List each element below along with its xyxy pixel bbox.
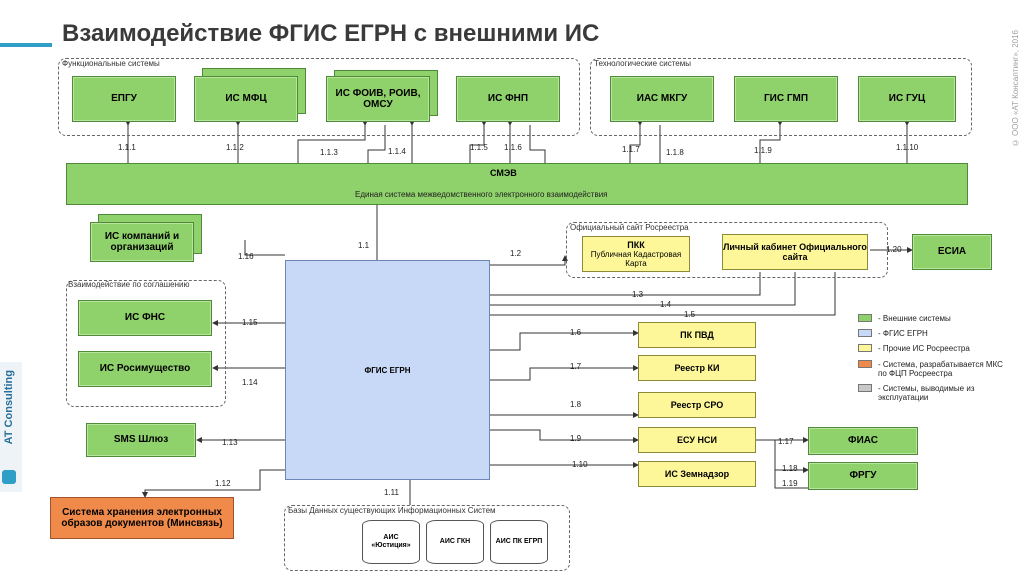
group-technological-systems [590, 58, 972, 136]
link-label: 1.19 [782, 479, 798, 488]
smev-title: СМЭВ [490, 168, 517, 178]
link-label: 1.18 [782, 464, 798, 473]
brand-sidebar [0, 362, 22, 492]
box-ias-mkgu[interactable]: ИАС МКГУ [610, 76, 714, 122]
box-reestr-sro[interactable]: Реестр СРО [638, 392, 756, 418]
box-is-foiv[interactable]: ИС ФОИВ, РОИВ, ОМСУ [326, 76, 430, 122]
legend-label: - Система, разрабатывается МКС по ФЦП Ро… [878, 359, 1003, 378]
smev-subtitle: Единая система межведомственного электро… [355, 190, 608, 199]
legend-label: - Системы, выводимые из эксплуатации [878, 383, 975, 403]
link-label: 1.1.8 [666, 148, 684, 157]
box-personal-cabinet[interactable]: Личный кабинет Официального сайта [722, 234, 868, 270]
group-functional-label: Функциональные системы [62, 59, 160, 68]
legend-item: - Прочие ИС Росреестра [858, 344, 1018, 353]
brand-logo-icon [2, 470, 16, 484]
legend-swatch [858, 344, 872, 353]
title-accent-bar [0, 43, 52, 47]
link-label: 1.16 [238, 252, 254, 261]
db-ais-pk-egrp[interactable]: АИС ПК ЕГРП [490, 520, 548, 564]
legend-label: - Внешние системы [878, 314, 951, 323]
legend: - Внешние системы - ФГИС ЕГРН - Прочие И… [858, 314, 1018, 402]
link-label: 1.1.9 [754, 146, 772, 155]
legend-swatch [858, 383, 872, 392]
link-label: 1.8 [570, 400, 582, 409]
link-label: 1.12 [215, 479, 231, 488]
db-ais-justice[interactable]: АИС «Юстиция» [362, 520, 420, 564]
link-label: 1.1.6 [504, 143, 522, 152]
link-label: 1.17 [778, 437, 794, 446]
group-agreement-label: Взаимодействие по соглашению [68, 280, 190, 289]
legend-label: - Прочие ИС Росреестра [878, 344, 970, 354]
link-label: 1.9 [570, 434, 582, 443]
box-pkk[interactable]: ПКК Публичная Кадастровая Карта [582, 236, 690, 272]
smev-bar[interactable] [66, 163, 968, 205]
box-is-fnp[interactable]: ИС ФНП [456, 76, 560, 122]
legend-swatch [858, 314, 872, 322]
box-frgu[interactable]: ФРГУ [808, 462, 918, 490]
box-is-fns[interactable]: ИС ФНС [78, 300, 212, 336]
link-label: 1.4 [660, 300, 672, 309]
link-label: 1.11 [384, 488, 399, 497]
box-is-guc[interactable]: ИС ГУЦ [858, 76, 956, 122]
link-label: 1.20 [886, 245, 902, 254]
legend-label: - ФГИС ЕГРН [878, 329, 928, 339]
box-pk-pvd[interactable]: ПК ПВД [638, 322, 756, 348]
link-label: 1.1.2 [226, 143, 244, 152]
link-label: 1.1.3 [320, 148, 338, 157]
legend-swatch [858, 329, 872, 338]
link-label: 1.13 [222, 438, 238, 447]
box-is-rosimushchestvo[interactable]: ИС Росимущество [78, 351, 212, 387]
box-gis-gmp[interactable]: ГИС ГМП [734, 76, 838, 122]
link-label: 1.1.4 [388, 147, 406, 156]
group-agreement [66, 280, 226, 407]
link-label: 1.1.10 [896, 143, 919, 152]
link-label: 1.5 [684, 310, 696, 319]
box-fias[interactable]: ФИАС [808, 427, 918, 455]
pkk-subtitle: Публичная Кадастровая Карта [590, 249, 682, 269]
group-technological-label: Технологические системы [594, 59, 691, 68]
link-label: 1.1.7 [622, 145, 640, 154]
link-label: 1.7 [570, 362, 582, 371]
group-official-site [566, 222, 888, 278]
legend-item: - Внешние системы [858, 314, 1018, 323]
box-reestr-ki[interactable]: Реестр КИ [638, 355, 756, 381]
page-title: Взаимодействие ФГИС ЕГРН с внешними ИС [62, 20, 600, 47]
group-databases-label: Базы Данных существующих Информационных … [288, 506, 496, 515]
link-label: 1.3 [632, 290, 644, 299]
box-sms-gateway[interactable]: SMS Шлюз [86, 423, 196, 457]
link-label: 1.15 [242, 318, 258, 327]
legend-item: - Система, разрабатывается МКС по ФЦП Ро… [858, 359, 1018, 378]
link-label: 1.10 [572, 460, 588, 469]
box-is-companies[interactable]: ИС компаний и организаций [90, 222, 194, 262]
box-is-zemnadzor[interactable]: ИС Земнадзор [638, 461, 756, 487]
box-document-storage[interactable]: Система хранения электронных образов док… [50, 497, 234, 539]
pkk-title: ПКК [627, 239, 645, 250]
link-label: 1.1.1 [118, 143, 136, 152]
box-fgis-egrn[interactable]: ФГИС ЕГРН [285, 260, 490, 480]
legend-item: - ФГИС ЕГРН [858, 329, 1018, 338]
box-esia[interactable]: ЕСИА [912, 234, 992, 270]
db-ais-gkn[interactable]: АИС ГКН [426, 520, 484, 564]
link-label: 1.6 [570, 328, 582, 337]
link-label: 1.2 [510, 249, 522, 258]
box-esu-nsi[interactable]: ЕСУ НСИ [638, 427, 756, 453]
link-label: 1.1 [358, 241, 370, 250]
link-label: 1.1.5 [470, 143, 488, 152]
group-official-site-label: Официальный сайт Росреестра [570, 223, 689, 232]
box-is-mfc[interactable]: ИС МФЦ [194, 76, 298, 122]
legend-item: - Системы, выводимые из эксплуатации [858, 383, 1018, 403]
group-functional-systems [58, 58, 580, 136]
group-databases [284, 505, 570, 571]
link-label: 1.14 [242, 378, 258, 387]
legend-swatch [858, 359, 872, 368]
box-epgu[interactable]: ЕПГУ [72, 76, 176, 122]
